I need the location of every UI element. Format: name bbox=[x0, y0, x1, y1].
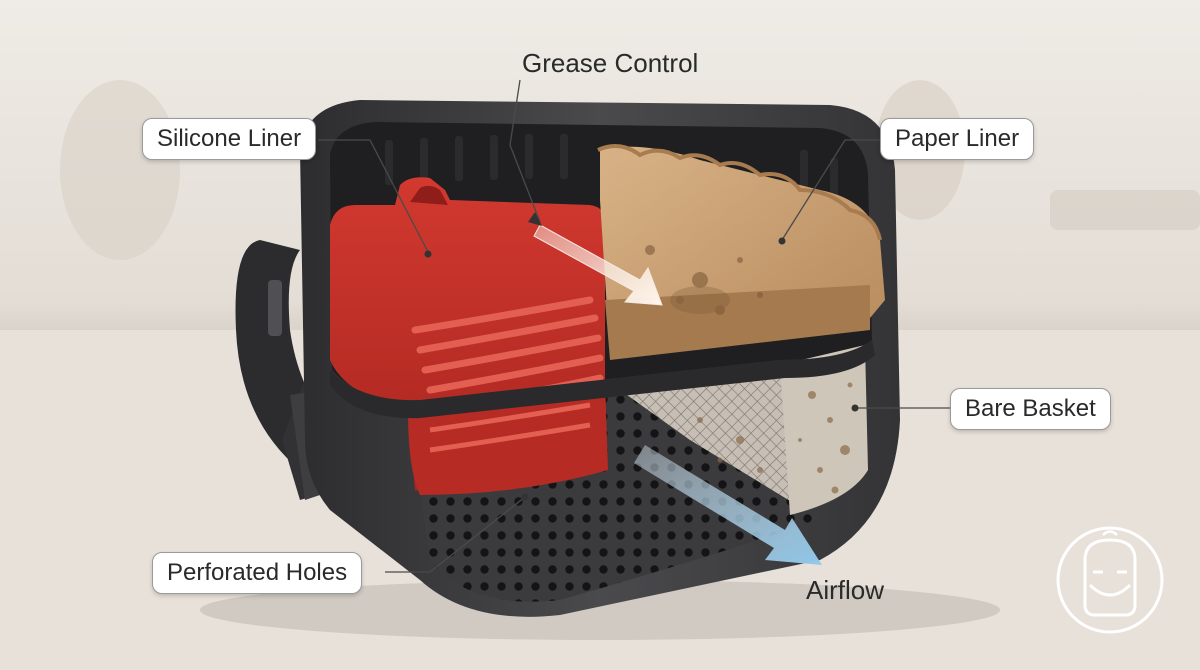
label-paper-liner: Paper Liner bbox=[880, 118, 1035, 160]
mesh-floor bbox=[620, 370, 805, 510]
leader-silicone bbox=[318, 139, 429, 253]
leader-perforated bbox=[385, 496, 526, 573]
basket-front-rim bbox=[330, 340, 875, 419]
leader-lines bbox=[318, 79, 950, 573]
label-airflow: Airflow bbox=[806, 575, 885, 605]
grease-leader-arrowhead bbox=[528, 212, 542, 226]
paper-liner bbox=[597, 144, 885, 360]
blurred-canister bbox=[60, 80, 180, 260]
label-perforated-holes: Perforated Holes bbox=[152, 552, 363, 594]
airflow-arrow bbox=[634, 445, 822, 565]
back-wall-slats bbox=[385, 134, 838, 203]
leader-grease bbox=[509, 79, 541, 223]
blurred-stove bbox=[1050, 190, 1200, 230]
leader-dots bbox=[424, 237, 859, 501]
label-grease-control: Grease Control bbox=[522, 48, 699, 78]
silicone-liner bbox=[330, 177, 608, 495]
grease-stains bbox=[697, 382, 853, 494]
grease-flow-arrow bbox=[533, 224, 663, 306]
label-silicone-liner: Silicone Liner bbox=[142, 118, 317, 160]
basket-shadow bbox=[200, 580, 1000, 640]
bare-basket-wall bbox=[780, 345, 868, 515]
label-bare-basket: Bare Basket bbox=[950, 388, 1111, 430]
leader-paper bbox=[781, 139, 880, 241]
brand-logo-icon bbox=[1056, 526, 1164, 634]
